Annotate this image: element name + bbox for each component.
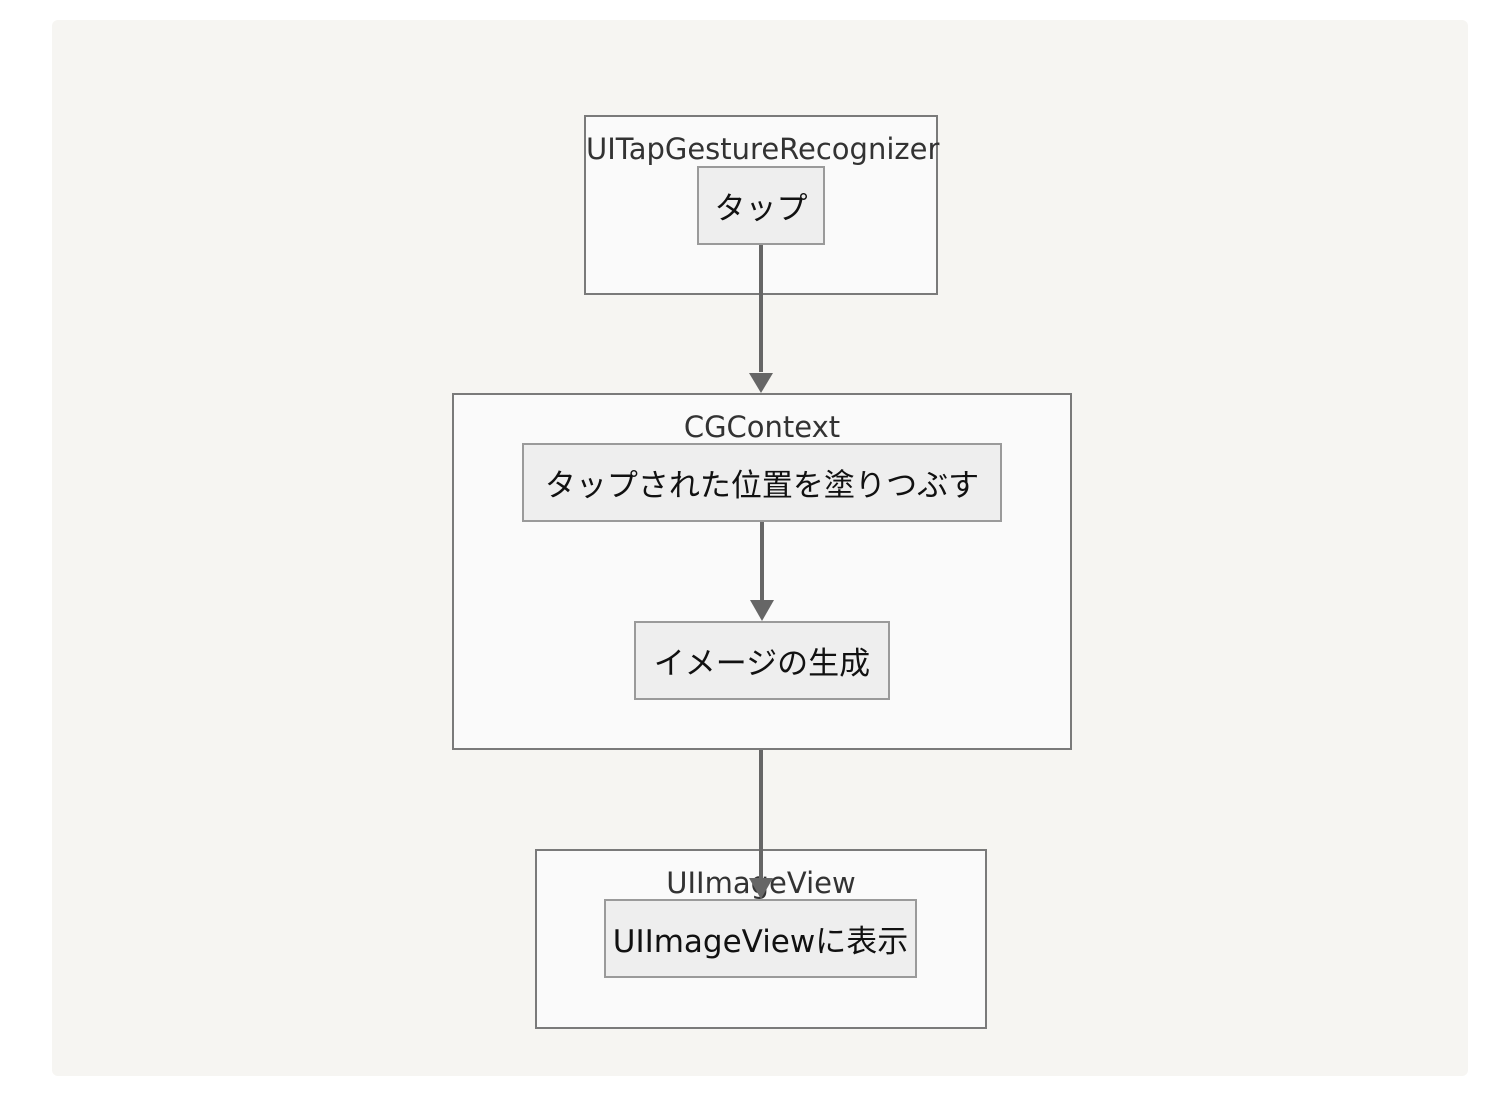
group-title: CGContext [683,410,841,444]
group-title: UIImageView [666,866,856,900]
node-fill-tapped-position: タップされた位置を塗りつぶす [522,443,1002,522]
node-show-in-uiimageview: UIImageViewに表示 [604,899,917,978]
group-title: UITapGestureRecognizer [586,132,940,166]
node-tap: タップ [697,166,825,245]
node-generate-image: イメージの生成 [634,621,890,700]
